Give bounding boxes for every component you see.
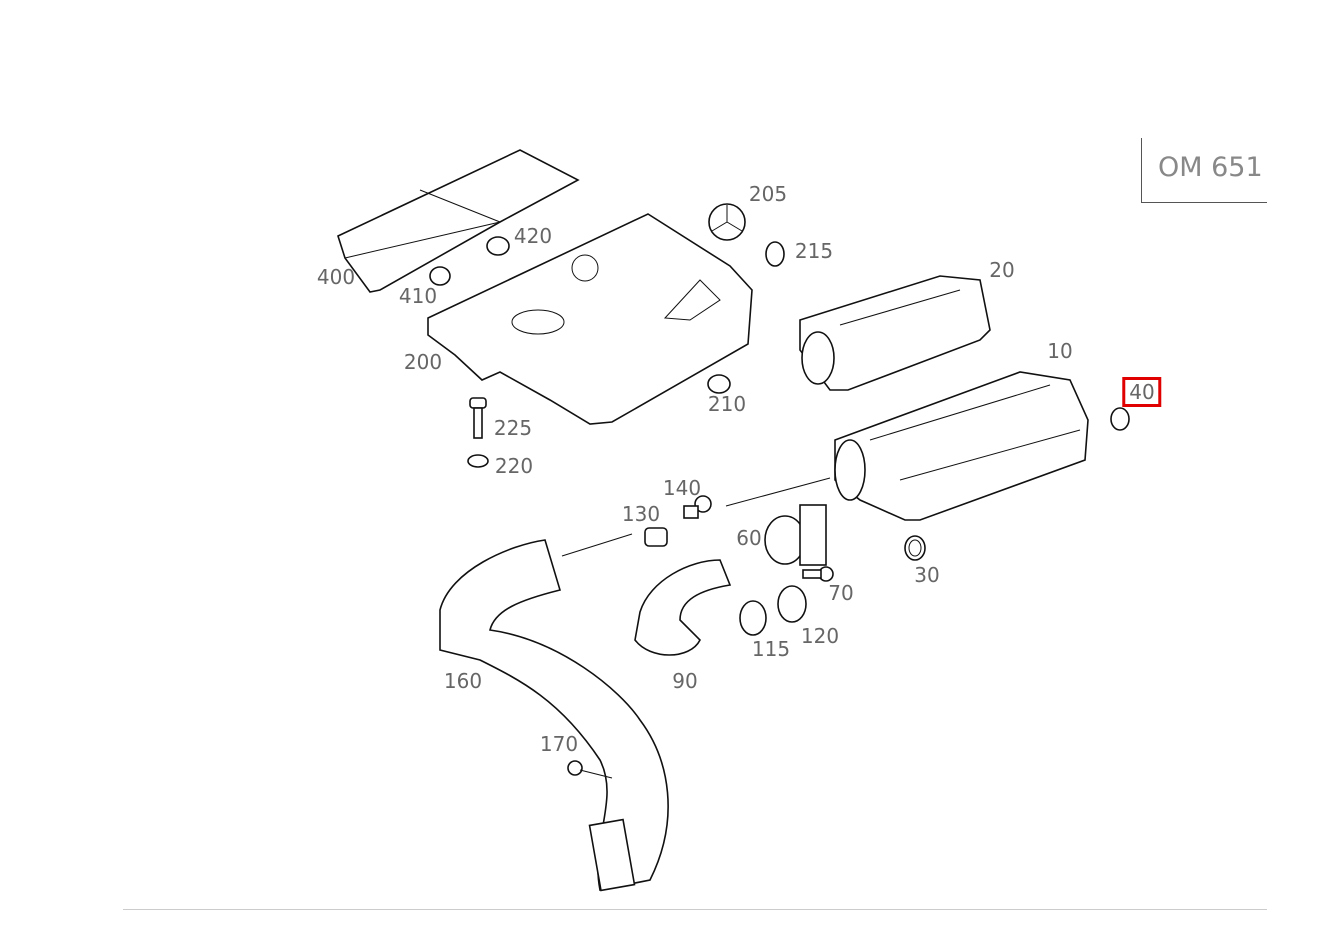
part-label-90[interactable]: 90 bbox=[672, 669, 698, 693]
part-label-40-highlighted[interactable]: 40 bbox=[1122, 377, 1162, 407]
part-60-mass-air-flow-sensor[interactable] bbox=[764, 504, 827, 566]
part-label-200[interactable]: 200 bbox=[403, 350, 443, 374]
part-label-205[interactable]: 205 bbox=[748, 182, 788, 206]
part-70-bolt[interactable] bbox=[802, 566, 834, 582]
part-label-140[interactable]: 140 bbox=[662, 476, 702, 500]
part-label-30[interactable]: 30 bbox=[914, 563, 940, 587]
part-label-130[interactable]: 130 bbox=[621, 502, 661, 526]
part-225-bolt[interactable] bbox=[469, 397, 487, 439]
part-label-70[interactable]: 70 bbox=[828, 581, 854, 605]
part-label-210[interactable]: 210 bbox=[707, 392, 747, 416]
part-160-intake-duct[interactable] bbox=[439, 539, 669, 892]
part-410-grommet[interactable] bbox=[429, 266, 451, 286]
part-10-air-filter-housing[interactable] bbox=[834, 371, 1089, 521]
footer-divider bbox=[123, 909, 1267, 910]
part-115-clamp[interactable] bbox=[739, 600, 767, 636]
part-140-bolt[interactable] bbox=[683, 495, 712, 519]
engine-code-label: OM 651 bbox=[1158, 152, 1263, 183]
part-130-sensor[interactable] bbox=[644, 527, 668, 547]
part-label-10[interactable]: 10 bbox=[1047, 339, 1073, 363]
part-210-grommet[interactable] bbox=[707, 374, 731, 394]
part-label-60[interactable]: 60 bbox=[736, 526, 762, 550]
part-170-clip[interactable] bbox=[567, 760, 613, 779]
part-label-420[interactable]: 420 bbox=[513, 224, 553, 248]
part-label-220[interactable]: 220 bbox=[494, 454, 534, 478]
part-label-120[interactable]: 120 bbox=[800, 624, 840, 648]
part-120-clamp[interactable] bbox=[777, 585, 807, 623]
part-40-seal[interactable] bbox=[1110, 407, 1130, 431]
part-205-emblem[interactable] bbox=[708, 203, 746, 241]
part-label-160[interactable]: 160 bbox=[443, 669, 483, 693]
part-label-20[interactable]: 20 bbox=[989, 258, 1015, 282]
part-label-410[interactable]: 410 bbox=[398, 284, 438, 308]
part-label-115[interactable]: 115 bbox=[751, 637, 791, 661]
part-label-170[interactable]: 170 bbox=[539, 732, 579, 756]
part-220-clip[interactable] bbox=[467, 454, 489, 468]
part-label-225[interactable]: 225 bbox=[493, 416, 533, 440]
part-20-filter-housing-top[interactable] bbox=[799, 275, 991, 391]
engine-code-box: OM 651 bbox=[1141, 138, 1267, 203]
part-215-grommet[interactable] bbox=[765, 241, 785, 267]
part-label-215[interactable]: 215 bbox=[794, 239, 834, 263]
part-30-seal[interactable] bbox=[904, 535, 926, 561]
part-label-400[interactable]: 400 bbox=[316, 265, 356, 289]
part-420-grommet[interactable] bbox=[486, 236, 510, 256]
part-90-intake-hose[interactable] bbox=[634, 559, 732, 656]
part-200-engine-cover[interactable] bbox=[427, 213, 753, 425]
part-400-cover[interactable] bbox=[337, 149, 580, 293]
